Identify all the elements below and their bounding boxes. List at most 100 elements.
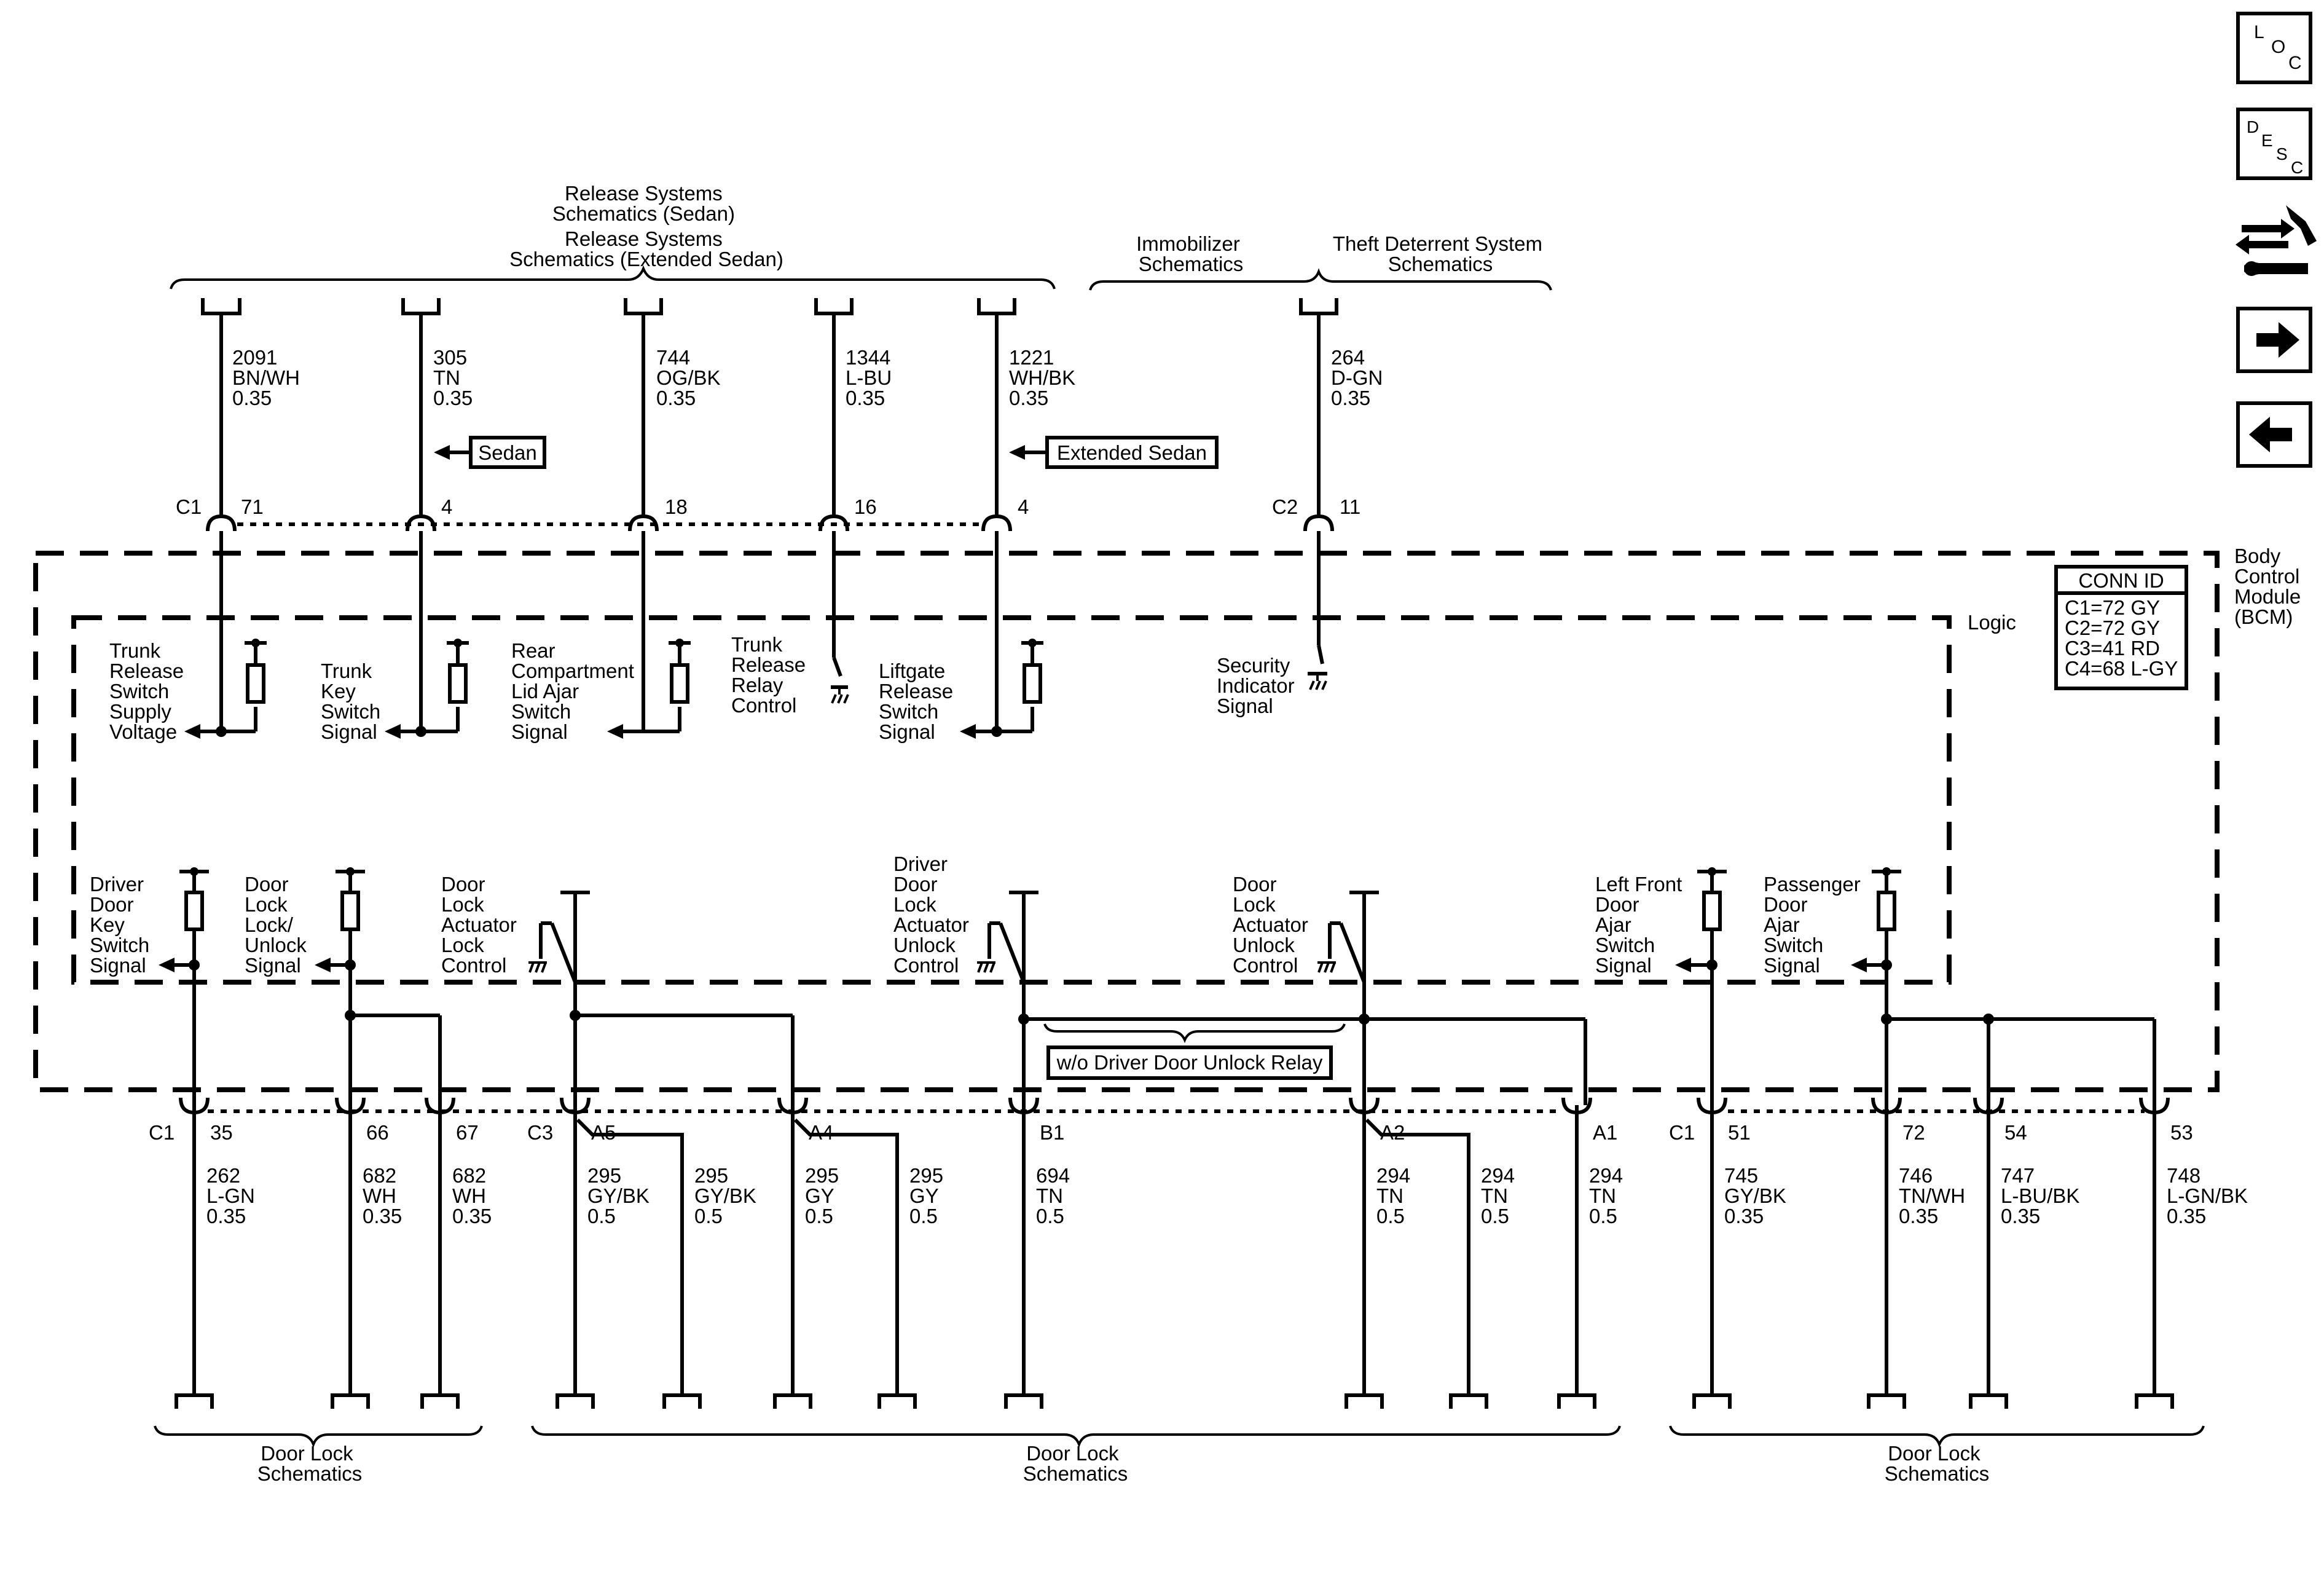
sedan-tag: Sedan xyxy=(434,436,546,469)
bottom-pin-1: 66 xyxy=(366,1121,389,1144)
bottom-pin-13: 54 xyxy=(2004,1121,2027,1144)
bottom-pin-0: 35 xyxy=(210,1121,233,1144)
bottom-switch-left-front-ajar xyxy=(1675,867,1727,1105)
relay-option-tag-label: w/o Driver Door Unlock Relay xyxy=(1056,1051,1323,1074)
bottom-connector-c1: C1 xyxy=(1669,1121,1695,1144)
connector-repair-icon xyxy=(2236,205,2317,276)
extended-sedan-tag-label: Extended Sedan xyxy=(1057,441,1207,464)
top-group-theft-title: Theft Deterrent System Schematics xyxy=(1333,232,1548,275)
bottom-group-left-brace xyxy=(154,1425,483,1448)
signal-left-front-door-ajar-switch: Left Front Door Ajar Switch Signal xyxy=(1595,873,1687,977)
description-button[interactable]: D E S C xyxy=(2236,108,2312,180)
bottom-connector-c1: C1 xyxy=(149,1121,175,1144)
signal-door-lock-actuator-unlock-control: Door Lock Actuator Unlock Control xyxy=(1233,873,1314,977)
bottom-circuit-10 xyxy=(1557,1097,1596,1409)
top-pin-4b: 4 xyxy=(1018,495,1029,518)
signal-trunk-key-switch: Trunk Key Switch Signal xyxy=(321,660,386,743)
top-circuit-264 xyxy=(1299,298,1338,690)
extended-sedan-tag: Extended Sedan xyxy=(1009,436,1219,469)
bottom-circuit-12 xyxy=(1867,1097,1906,1409)
bcm-module-outline xyxy=(33,551,2220,1092)
sedan-tag-label: Sedan xyxy=(478,441,536,464)
top-pin-11: 11 xyxy=(1340,495,1360,518)
top-pin-18: 18 xyxy=(665,495,688,518)
description-letter-s: S xyxy=(2276,144,2288,163)
bottom-circuit-13 xyxy=(1969,1097,2008,1409)
bottom-circuit-11 xyxy=(1692,1097,1732,1409)
bottom-pin-12: 72 xyxy=(1902,1121,1925,1144)
description-letter-c: C xyxy=(2291,158,2303,177)
top-circuit-744 xyxy=(607,298,691,739)
bcm-module-label: Body Control Module (BCM) xyxy=(2234,545,2306,628)
top-pin-4a: 4 xyxy=(441,495,452,518)
top-circuit-264-label: 264 D-GN 0.35 xyxy=(1331,346,1389,409)
top-group-immobilizer-title: Immobilizer Schematics xyxy=(1136,232,1246,275)
bottom-pin-3: A5 xyxy=(591,1121,616,1144)
next-arrow-icon xyxy=(2256,322,2299,358)
signal-liftgate-release-switch: Liftgate Release Switch Signal xyxy=(879,660,959,743)
top-connector-c2: C2 xyxy=(1272,495,1298,518)
bottom-circuit-7 xyxy=(1004,1097,1043,1409)
bottom-switch-driver-key xyxy=(159,867,209,1105)
top-circuit-1344 xyxy=(814,298,854,704)
bottom-group-center-brace xyxy=(531,1425,1621,1448)
top-circuit-2091-label: 2091 BN/WH 0.35 xyxy=(232,346,305,409)
location-letter-l: L xyxy=(2254,22,2264,42)
bottom-connector-c3: C3 xyxy=(527,1121,553,1144)
top-circuit-1221 xyxy=(960,298,1043,739)
bottom-circuit-6 xyxy=(793,1118,917,1409)
conn-id-table: CONN ID C1=72 GY C2=72 GY C3=41 RD C4=68… xyxy=(2054,565,2188,690)
location-button[interactable]: L O C xyxy=(2236,12,2312,84)
top-group-release-title: Release Systems Schematics (Sedan) Relea… xyxy=(509,182,783,270)
top-circuit-1221-label: 1221 WH/BK 0.35 xyxy=(1009,346,1081,409)
top-circuit-305 xyxy=(385,298,469,739)
relay-lock-control xyxy=(528,891,795,1105)
bottom-circuit-0 xyxy=(175,1097,214,1409)
bottom-pin-7: B1 xyxy=(1040,1121,1064,1144)
top-circuit-1344-label: 1344 L-BU 0.35 xyxy=(846,346,897,409)
bottom-circuit-5 xyxy=(773,1097,812,1409)
bottom-circuit-1 xyxy=(331,1097,370,1409)
signal-rear-compartment-lid-ajar: Rear Compartment Lid Ajar Switch Signal xyxy=(511,639,640,743)
signal-door-lock-lock-unlock: Door Lock Lock/ Unlock Signal xyxy=(245,873,312,977)
signal-driver-door-key-switch: Driver Door Key Switch Signal xyxy=(90,873,155,977)
conn-id-title: CONN ID xyxy=(2078,569,2164,592)
description-letter-e: E xyxy=(2261,131,2273,150)
bottom-circuit-2 xyxy=(420,1097,460,1409)
bottom-circuit-14 xyxy=(2135,1097,2174,1409)
signal-trunk-release-relay-control: Trunk Release Relay Control xyxy=(731,633,811,717)
bottom-circuit-4 xyxy=(576,1118,702,1409)
bottom-group-right-brace xyxy=(1669,1425,2205,1448)
next-button[interactable] xyxy=(2236,307,2312,373)
signal-trunk-release-switch-supply: Trunk Release Switch Supply Voltage xyxy=(109,639,189,743)
description-letter-d: D xyxy=(2247,117,2259,136)
previous-button[interactable] xyxy=(2236,401,2312,468)
top-pin-16: 16 xyxy=(854,495,877,518)
top-group-immobilizer-brace xyxy=(1089,268,1552,291)
logic-label: Logic xyxy=(1968,611,2016,634)
signal-driver-door-lock-actuator-unlock-control: Driver Door Lock Actuator Unlock Control xyxy=(893,853,975,977)
top-circuit-2091 xyxy=(184,298,267,739)
bottom-switch-passenger-ajar xyxy=(1851,867,2156,1105)
connector-repair-button[interactable] xyxy=(2236,205,2317,276)
top-group-release-brace xyxy=(170,265,1056,289)
bottom-group-center-title: Door Lock Schematics xyxy=(1023,1442,1128,1485)
bottom-switch-lock-unlock xyxy=(315,867,442,1105)
bottom-circuit-8 xyxy=(1345,1097,1384,1409)
relay-driver-unlock-control xyxy=(977,891,1587,1105)
